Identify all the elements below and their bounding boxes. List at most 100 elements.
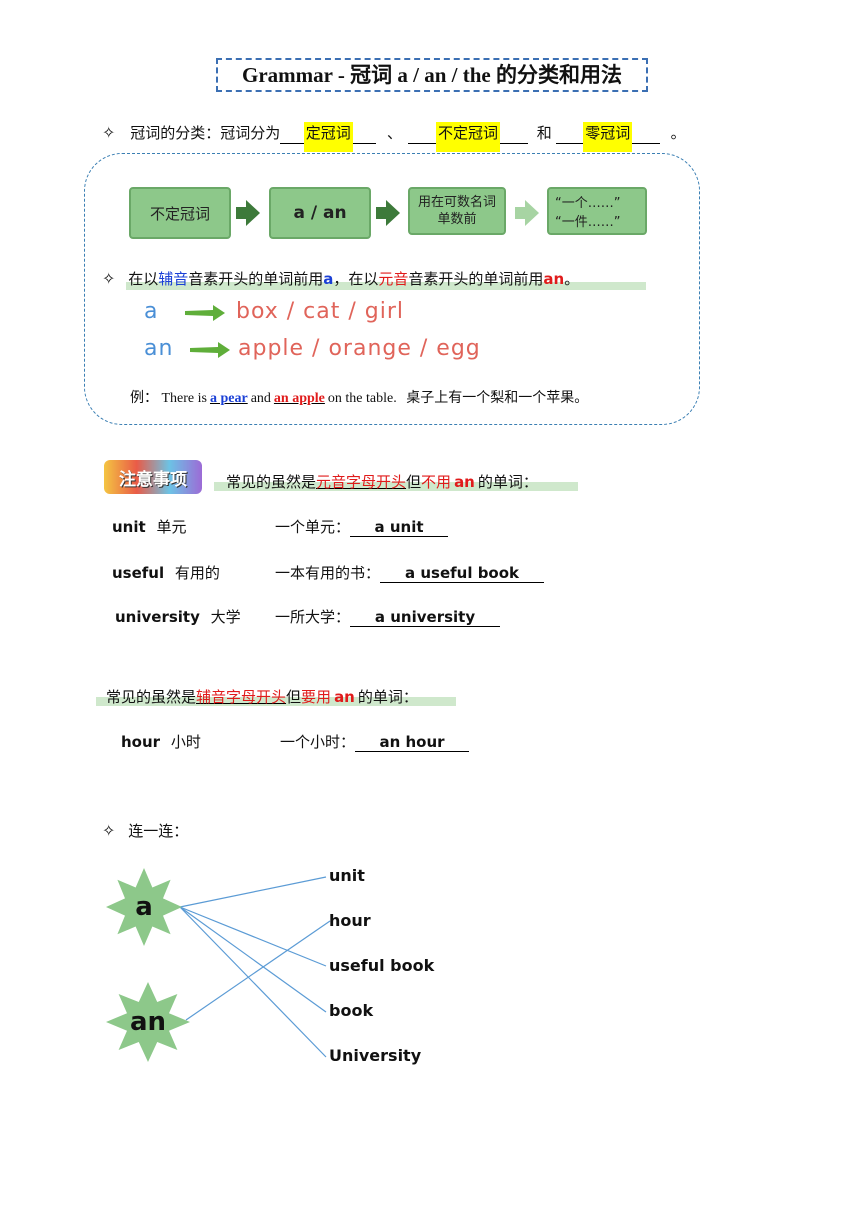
phrase-cn: 一个单元： — [275, 518, 351, 536]
period: 。 — [670, 124, 686, 142]
classification-prefix: 冠词的分类：冠词分为 — [130, 124, 281, 142]
phrase-answer: a useful book — [380, 564, 545, 583]
blank-zero: 零冠词 — [555, 122, 660, 152]
rule-part: 在以 — [128, 270, 159, 288]
rule-text: ✧ 在以辅音音素开头的单词前用a，在以元音音素开头的单词前用an。 — [102, 268, 579, 289]
word-en: useful — [112, 564, 165, 582]
match-line — [179, 906, 327, 1013]
word-row: unit 单元 — [112, 516, 186, 537]
rule-part: 。 — [564, 270, 580, 288]
phrase-answer: an hour — [355, 733, 470, 752]
note-part: 的单词： — [357, 688, 418, 706]
flow-box-a-an: a / an — [269, 187, 371, 239]
separator: 、 — [386, 124, 402, 142]
matching-heading: ✧ 连一连： — [102, 820, 188, 841]
note-part: 常见的虽然是 — [226, 473, 317, 491]
rule-a: a — [323, 270, 334, 288]
highlight-bar — [126, 282, 646, 290]
classification-row: ✧ 冠词的分类：冠词分为定冠词 、不定冠词 和零冠词 。 — [102, 122, 686, 152]
highlight-bar — [214, 482, 578, 491]
sentence-part: on the table. — [327, 391, 397, 406]
match-left-an[interactable]: an — [106, 982, 190, 1062]
blank-indefinite: 不定冠词 — [408, 122, 528, 152]
example-a-word: a — [144, 299, 159, 324]
rule-an: an — [543, 270, 565, 288]
phrase-row: 一个单元：a unit — [275, 516, 449, 537]
rule-part: 音素开头的单词前用 — [188, 270, 324, 288]
note-red: 元音字母开头 — [316, 473, 407, 491]
bullet-icon: ✧ — [102, 269, 116, 288]
highlight-bar — [96, 697, 456, 706]
note-red: 不用 — [421, 473, 452, 491]
word-row: university 大学 — [115, 606, 241, 627]
matching-label: 连一连： — [128, 822, 189, 840]
meaning-line: “一件……” — [555, 215, 621, 230]
match-right-item[interactable]: University — [329, 1046, 422, 1065]
note-an: an — [454, 473, 475, 491]
match-right-item[interactable]: unit — [329, 866, 365, 885]
sentence-part: There is — [161, 391, 207, 406]
arrow-right-icon — [376, 200, 400, 226]
flow-box-usage: 用在可数名词单数前 — [408, 187, 506, 235]
arrow-right-icon — [185, 305, 225, 325]
match-left-a[interactable]: a — [106, 868, 182, 946]
match-left-label: a — [135, 892, 153, 922]
phrase-row: 一个小时：an hour — [280, 731, 470, 752]
note-red: 辅音字母开头 — [196, 688, 287, 706]
arrow-right-icon — [236, 200, 260, 226]
separator: 和 — [536, 124, 552, 142]
sentence-part: 例： — [130, 391, 158, 406]
arrow-right-icon — [515, 200, 539, 226]
word-cn: 小时 — [170, 733, 201, 751]
phrase-cn: 一本有用的书： — [275, 564, 381, 582]
example-an-list: apple / orange / egg — [238, 336, 481, 361]
meaning-line: “一个……” — [555, 196, 621, 211]
phrase-answer: a unit — [350, 518, 449, 537]
rule-box — [84, 153, 700, 425]
rule-part: 音素开头的单词前用 — [408, 270, 544, 288]
match-right-item[interactable]: book — [329, 1001, 374, 1020]
word-en: university — [115, 608, 200, 626]
note-part: 但 — [286, 688, 302, 706]
flow-box-indefinite: 不定冠词 — [129, 187, 231, 239]
arrow-right-icon — [190, 342, 230, 362]
rule-consonant: 辅音 — [158, 270, 189, 288]
sentence-an-apple: an apple — [273, 391, 325, 406]
note-an: an — [334, 688, 355, 706]
phrase-cn: 一所大学： — [275, 608, 351, 626]
word-en: hour — [121, 733, 161, 751]
word-cn: 单元 — [156, 518, 187, 536]
sentence-a-pear: a pear — [209, 391, 248, 406]
example-an-word: an — [144, 336, 174, 361]
flow-box-meaning: “一个……” “一件……” — [547, 187, 647, 235]
note-part: 但 — [406, 473, 422, 491]
match-line — [185, 920, 331, 1021]
match-line — [179, 876, 327, 908]
rule-vowel: 元音 — [378, 270, 409, 288]
example-a-list: box / cat / girl — [236, 299, 405, 324]
phrase-answer: a university — [350, 608, 501, 627]
word-en: unit — [112, 518, 146, 536]
word-cn: 大学 — [210, 608, 241, 626]
phrase-row: 一所大学：a university — [275, 606, 501, 627]
match-right-item[interactable]: useful book — [329, 956, 435, 975]
phrase-row: 一本有用的书：a useful book — [275, 562, 545, 583]
bullet-icon: ✧ — [102, 123, 116, 142]
note-part: 常见的虽然是 — [106, 688, 197, 706]
sentence-part: and — [250, 391, 271, 406]
note-red: 要用 — [301, 688, 332, 706]
match-line — [179, 906, 327, 967]
match-left-label: an — [129, 1007, 167, 1037]
note-part: 的单词： — [477, 473, 538, 491]
sentence-translation: 桌子上有一个梨和一个苹果。 — [406, 391, 589, 406]
phrase-cn: 一个小时： — [280, 733, 356, 751]
match-right-item[interactable]: hour — [329, 911, 371, 930]
page-title: Grammar - 冠词 a / an / the 的分类和用法 — [216, 58, 648, 92]
word-cn: 有用的 — [174, 564, 220, 582]
blank-definite: 定冠词 — [280, 122, 377, 152]
note-badge: 注意事项 — [104, 460, 202, 494]
